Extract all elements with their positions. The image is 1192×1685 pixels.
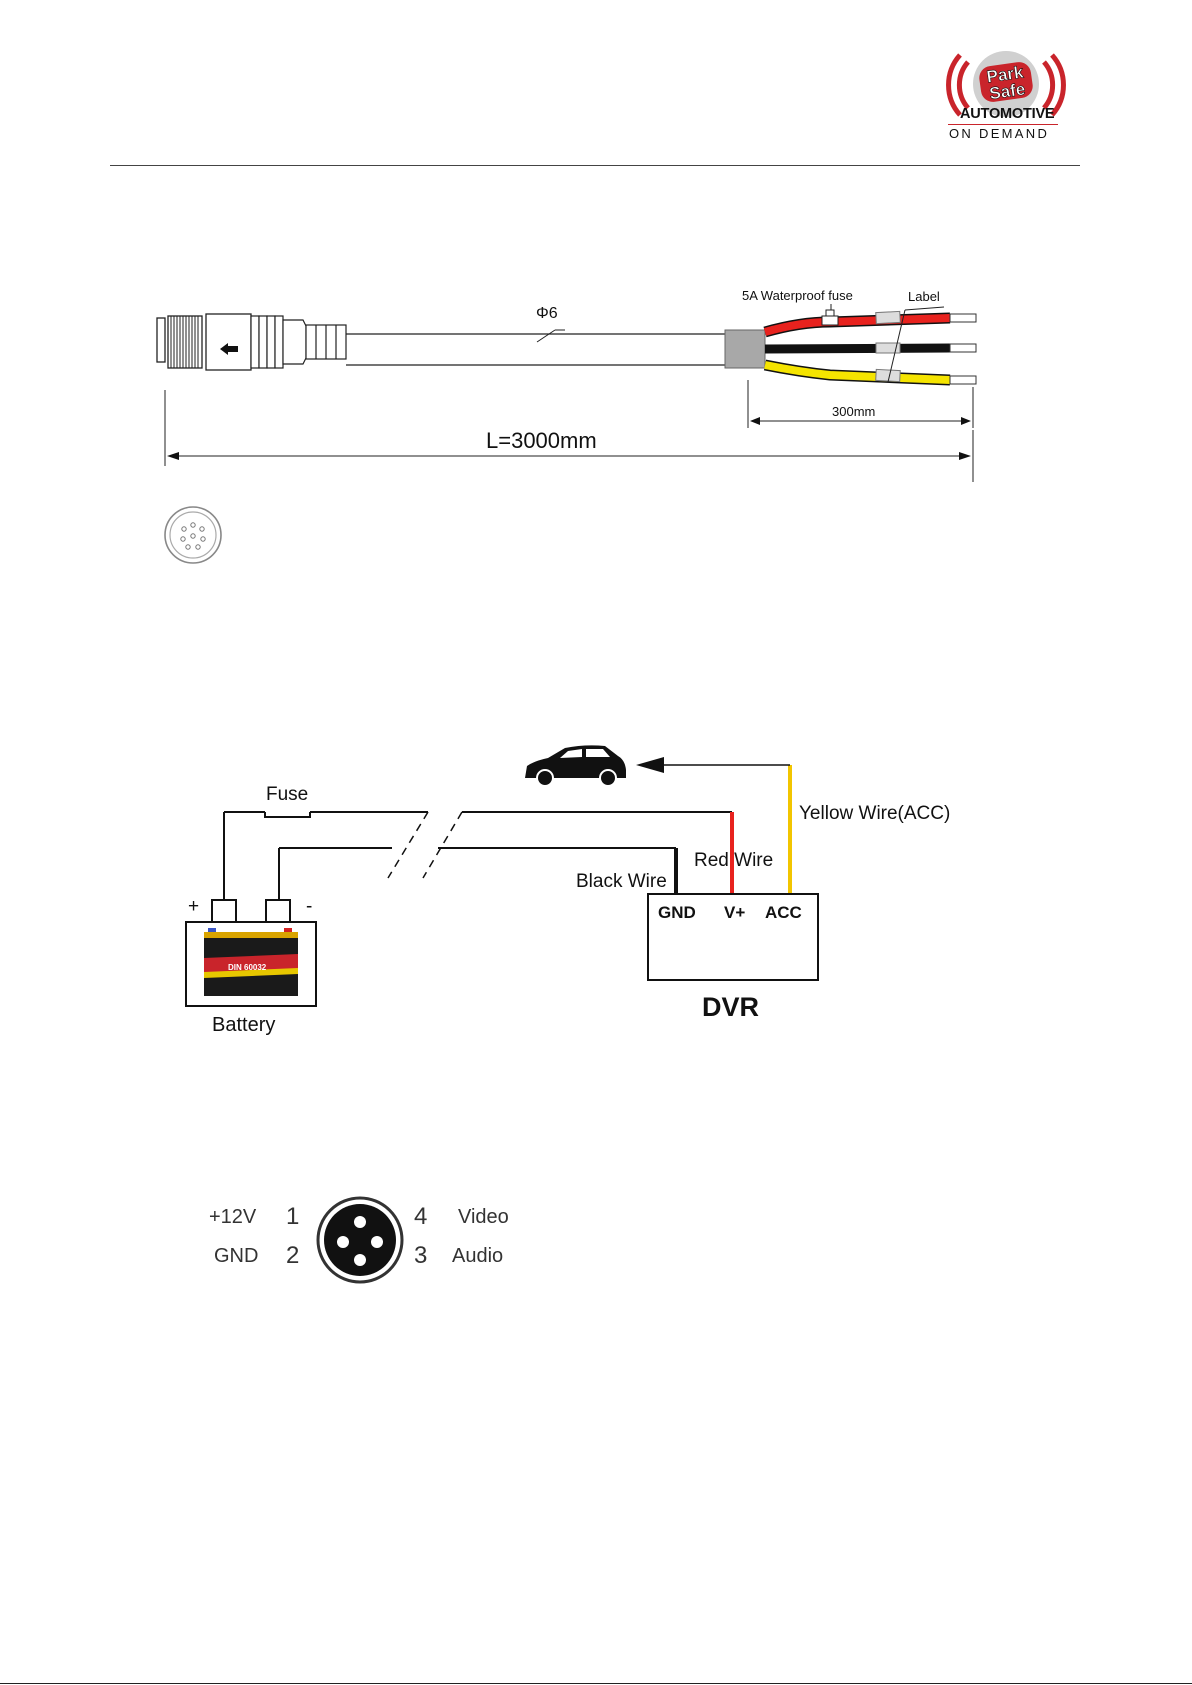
red-wire [765,311,976,332]
pin-3-dot [371,1236,383,1248]
pin-4-dot [354,1254,366,1266]
pin-1-number: 1 [286,1203,299,1230]
pin-3-number: 3 [414,1242,427,1269]
connector-face-icon [165,507,221,563]
fuse-label: Fuse [266,784,308,805]
pin-1-signal: +12V [209,1206,257,1228]
logo-divider [948,124,1058,125]
inline-fuse [822,310,838,325]
footer-divider [0,1683,1192,1684]
tail-length-label: 300mm [832,404,875,419]
battery-label: Battery [212,1014,275,1036]
battery-minus-sign: - [306,896,312,917]
battery-image: DIN 60032 [204,928,298,996]
connector-body [206,314,346,370]
pin-2-signal: GND [214,1245,258,1267]
dvr-label: DVR [702,992,759,1022]
total-length-label: L=3000mm [486,428,597,453]
yellow-wire-label: Yellow Wire(ACC) [799,803,950,824]
header-divider [110,165,1080,166]
pin-2-number: 2 [286,1242,299,1269]
pinout-diagram: +12V 1 GND 2 3 Audio 4 Video [0,1180,1192,1290]
logo-tagline-automotive: AUTOMOTIVE [960,106,1054,122]
heat-shrink-sleeve [725,330,765,368]
cable-drawing: Φ6 5A Waterproof fuse Labe [0,270,1192,590]
connector-nut [157,316,202,368]
logo-tagline-on-demand: ON DEMAND [949,126,1049,141]
pin-4-signal: Video [458,1206,509,1228]
pin-1-dot [354,1216,366,1228]
car-icon [525,745,626,786]
dvr-terminal-acc: ACC [765,903,802,922]
dvr-terminal-gnd: GND [658,903,696,922]
black-wire [765,343,976,353]
black-wire-label: Black Wire [576,871,667,892]
pin-4-number: 4 [414,1203,427,1230]
battery-positive-terminal [212,900,236,922]
yellow-wire [765,365,976,384]
red-wire-label: Red Wire [694,850,773,871]
cable-diameter-label: Φ6 [536,305,558,322]
pin-3-signal: Audio [452,1245,503,1267]
cable-jacket [346,330,725,365]
battery-negative-terminal [266,900,290,922]
battery-model-text: DIN 60032 [228,963,267,972]
label-callout: Label [908,289,940,304]
pin-2-dot [337,1236,349,1248]
wiring-diagram: Yellow Wire(ACC) Fuse Red Wire Black Wir… [0,720,1192,1050]
battery-plus-sign: + [188,896,199,917]
dvr-terminal-vplus: V+ [724,903,745,922]
fuse-callout: 5A Waterproof fuse [742,288,853,303]
fuse-symbol [265,812,310,817]
